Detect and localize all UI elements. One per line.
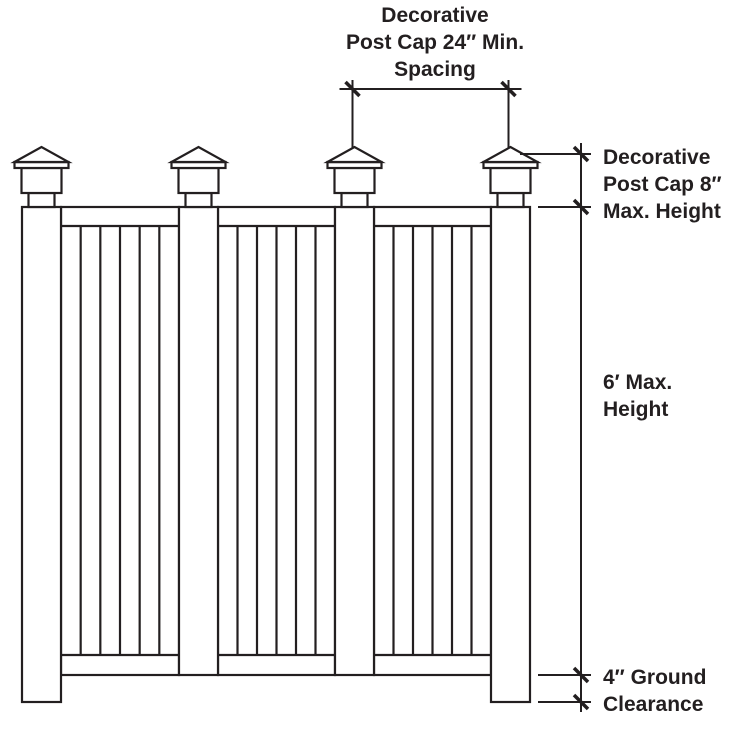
- dimension-tick: [572, 145, 590, 163]
- label-line: Decorative: [603, 146, 710, 169]
- label-ground-clearance: 4″ Ground Clearance: [603, 666, 706, 716]
- label-line: Max. Height: [603, 200, 721, 223]
- post-cap-box: [177, 166, 220, 195]
- label-line: Post Cap 8″: [603, 173, 722, 196]
- post-cap-collar: [340, 191, 369, 209]
- post-cap-collar: [184, 191, 213, 209]
- label-line: Spacing: [394, 58, 476, 81]
- post-cap-collar: [496, 191, 525, 209]
- label-top-spacing: Decorative Post Cap 24″ Min. Spacing: [346, 4, 524, 81]
- label-line: 6′ Max.: [603, 371, 672, 394]
- post-cap-box: [489, 166, 532, 195]
- dimension-tick: [572, 666, 590, 684]
- post-cap-box: [333, 166, 376, 195]
- post-cap-pyramid: [323, 145, 386, 164]
- dimension-tick: [500, 80, 517, 98]
- label-line: Height: [603, 398, 668, 421]
- label-line: Decorative: [381, 4, 488, 27]
- post-cap-box: [20, 166, 63, 195]
- dimension-tick: [572, 198, 590, 216]
- dimension-lines: [339, 80, 591, 712]
- fence: [10, 145, 542, 704]
- fence-post: [177, 205, 220, 677]
- dimension-tick: [572, 693, 590, 711]
- fence-post: [333, 205, 376, 677]
- post-cap-collar: [27, 191, 56, 209]
- post-cap-pyramid: [10, 145, 73, 164]
- fence-post: [20, 205, 63, 704]
- label-cap-height: Decorative Post Cap 8″ Max. Height: [603, 146, 722, 223]
- post-cap-pyramid: [167, 145, 230, 164]
- label-fence-height: 6′ Max. Height: [603, 371, 672, 421]
- label-line: 4″ Ground: [603, 666, 706, 689]
- label-line: Post Cap 24″ Min.: [346, 31, 524, 54]
- dimension-tick: [344, 80, 361, 98]
- label-line: Clearance: [603, 693, 703, 716]
- fence-post: [489, 205, 532, 704]
